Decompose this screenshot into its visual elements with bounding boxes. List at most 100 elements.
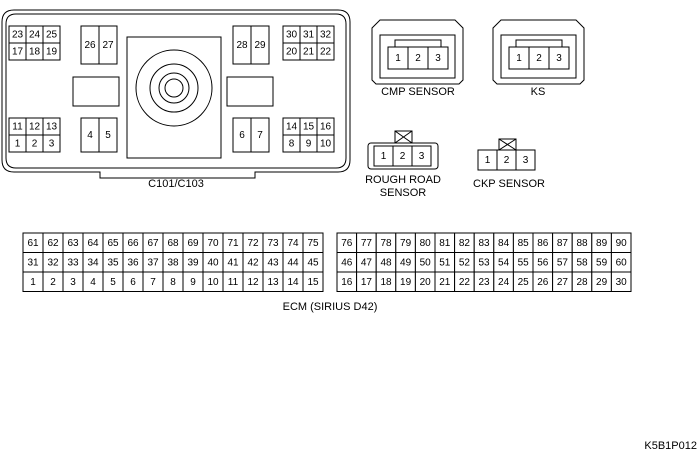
ecm-pin-79: 79 [400,238,412,249]
ecm-pin-25: 25 [518,277,530,288]
ecm-pin-73: 73 [267,238,279,249]
c101-label: C101/C103 [148,178,204,190]
ecm-pin-3: 3 [70,277,76,288]
ecm-pin-11: 11 [228,277,239,288]
ecm-pin-43: 43 [267,257,279,268]
ks-inner [500,34,577,79]
c101-pin-31: 31 [303,30,315,41]
c101-housing [1,9,351,179]
c101-center-mount [126,36,222,159]
rough-road-latch [394,130,413,144]
c101-pin-13: 13 [46,122,58,133]
c101-bolt-outer [135,49,213,127]
c101-pin-3-cell [42,134,61,153]
c101-pin-5-cell [98,117,118,153]
c101-pin-7-cell [250,117,270,153]
c101-bolt-mid [149,63,199,113]
ecm-pin-28: 28 [576,277,588,288]
ecm-pin-21: 21 [439,277,451,288]
ecm-pin-63: 63 [67,238,79,249]
ecm-pin-14: 14 [287,277,299,288]
c101-pin-25: 25 [46,30,58,41]
ecm-pin-62: 62 [47,238,59,249]
ecm-pin-10: 10 [207,277,219,288]
ecm-pin-57: 57 [557,257,569,268]
ecm-pin-49: 49 [400,257,412,268]
c101-pin-20: 20 [286,47,298,58]
ecm-pin-4: 4 [90,277,96,288]
c101-guide-left [72,76,120,107]
ecm-pin-84: 84 [498,238,510,249]
ecm-pin-59: 59 [596,257,608,268]
c101-guide-right [226,76,274,107]
c101-pin-30: 30 [286,30,298,41]
ecm-pin-36: 36 [127,257,139,268]
c101-pin-21: 21 [303,47,315,58]
ecm-pin-87: 87 [557,238,569,249]
ecm-pin-7: 7 [150,277,156,288]
ckp-pin-3: 3 [523,155,529,166]
ecm-pin-39: 39 [187,257,199,268]
c101-pin-27: 27 [102,40,114,51]
ecm-pin-53: 53 [478,257,490,268]
ks-key [515,39,563,48]
ecm-pin-85: 85 [518,238,530,249]
c101-pin-29: 29 [254,40,266,51]
c101-pin-4: 4 [87,130,93,141]
ecm-pin-81: 81 [439,238,451,249]
c101-pin-17: 17 [12,47,24,58]
ecm-pin-16: 16 [341,277,353,288]
figure-id: K5B1P012 [644,440,697,452]
ecm-pin-19: 19 [400,277,412,288]
ecm-pin-74: 74 [287,238,299,249]
c101-pin-19: 19 [46,47,58,58]
ecm-pin-51: 51 [439,257,451,268]
c101-pin-29-cell [250,25,270,65]
ks-pin-1: 1 [516,53,522,64]
ecm-pin-80: 80 [420,238,432,249]
ecm-pin-45: 45 [307,257,319,268]
ecm-pin-64: 64 [87,238,99,249]
ecm-pin-47: 47 [361,257,373,268]
ecm-pin-35: 35 [107,257,119,268]
c101-pin-9: 9 [306,139,312,150]
ecm-label: ECM (SIRIUS D42) [283,301,378,313]
cmp-pin-3-cell [427,46,449,70]
ecm-pin-68: 68 [167,238,179,249]
c101-pin-1: 1 [15,139,21,150]
ecm-pin-40: 40 [207,257,219,268]
c101-pin-5: 5 [105,130,111,141]
ecm-pin-66: 66 [127,238,139,249]
ecm-pin-52: 52 [459,257,471,268]
ecm-pin-89: 89 [596,238,608,249]
cmp-pin-1: 1 [395,53,401,64]
ecm-pin-17: 17 [361,277,373,288]
c101-pin-3: 3 [49,139,55,150]
ecm-pin-37: 37 [147,257,159,268]
ecm-pin-69: 69 [187,238,199,249]
ecm-pin-23: 23 [478,277,490,288]
ecm-pin-48: 48 [380,257,392,268]
ecm-pin-56: 56 [537,257,549,268]
ckp-label: CKP SENSOR [473,178,545,190]
ecm-pin-90: 90 [616,238,628,249]
ecm-pin-30: 30 [616,277,628,288]
c101-pin-26: 26 [84,40,96,51]
ecm-pin-67: 67 [147,238,159,249]
c101-pin-2: 2 [32,139,38,150]
rough-road-pin-1: 1 [381,151,387,162]
cmp-housing [371,19,464,85]
ecm-pin-55: 55 [518,257,530,268]
ecm-pin-46: 46 [341,257,353,268]
cmp-label: CMP SENSOR [381,86,455,98]
c101-pin-11: 11 [12,122,23,133]
ks-pin-3: 3 [556,53,562,64]
c101-pin-10-cell [316,134,335,153]
ecm-pin-54: 54 [498,257,510,268]
ckp-pin-3-cell [515,149,536,171]
ecm-pin-31: 31 [27,257,39,268]
c101-pin-10: 10 [320,139,332,150]
ecm-pin-72: 72 [247,238,259,249]
c101-pin-28: 28 [236,40,248,51]
